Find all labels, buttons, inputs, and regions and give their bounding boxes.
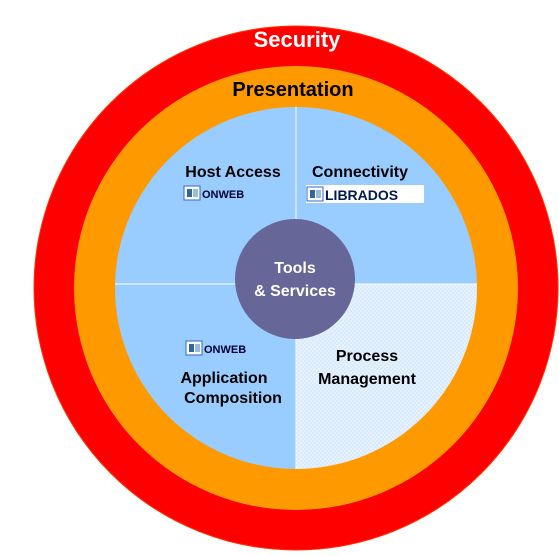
process-management-label: Management	[318, 371, 416, 388]
svg-text:ONWEB: ONWEB	[204, 344, 246, 356]
application-composition-label: Application	[180, 370, 267, 387]
onweb-logo: ONWEB	[185, 340, 246, 356]
svg-text:ONWEB: ONWEB	[202, 189, 244, 201]
security-label: Security	[254, 27, 342, 52]
tools-services-label: & Services	[254, 283, 336, 300]
onweb-logo: ONWEB	[183, 185, 244, 201]
host-access-label: Host Access	[185, 164, 281, 181]
connectivity-label: Connectivity	[312, 164, 408, 181]
application-composition-label: Composition	[184, 390, 282, 407]
presentation-label: Presentation	[232, 79, 353, 101]
librados-logo: LIBRADOS	[306, 185, 424, 203]
tools-services-circle	[235, 219, 355, 339]
process-management-label: Process	[336, 348, 398, 365]
svg-text:LIBRADOS: LIBRADOS	[325, 187, 398, 203]
tools-services-label: Tools	[274, 260, 316, 277]
